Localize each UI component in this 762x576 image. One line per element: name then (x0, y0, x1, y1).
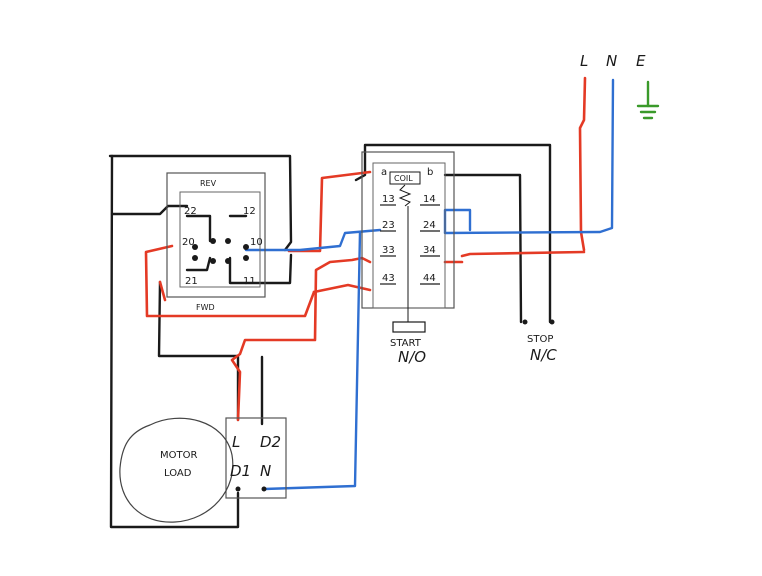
contact-bars (380, 204, 440, 285)
wire-live-supply (578, 76, 587, 252)
motor-terminal-d2: D2 (260, 433, 281, 451)
switch-terminal-11: 11 (243, 276, 256, 287)
coil-terminal-a: a (381, 167, 387, 178)
coil-spring (398, 184, 412, 207)
stop-terminal-left (522, 319, 528, 325)
contact-44: 44 (423, 273, 436, 284)
contact-24: 24 (423, 220, 436, 231)
stop-terminal-right (549, 319, 555, 325)
motor-terminal-d1: D1 (230, 462, 251, 480)
motor-terminal-n-dot (261, 486, 267, 492)
coil-box (389, 171, 421, 185)
switch-terminal-22: 22 (184, 206, 197, 217)
wire-neutral-motor (262, 230, 362, 491)
start-button-body[interactable] (392, 321, 426, 333)
wire-live-switch-20 (144, 244, 316, 318)
switch-label-fwd: FWD (196, 303, 215, 312)
contact-23: 23 (382, 220, 395, 231)
wire-black-11 (244, 253, 293, 285)
switch-terminal-12: 12 (243, 206, 256, 217)
stop-type-label: N/C (530, 346, 557, 364)
contactor-inner-frame (372, 162, 446, 309)
motor-label-line1: MOTOR (160, 450, 197, 461)
motor-label-line2: LOAD (164, 468, 192, 479)
contact-13: 13 (382, 194, 395, 205)
coil-label: COIL (394, 174, 413, 183)
motor-outline (119, 417, 234, 523)
wire-neutral-contactor (443, 208, 472, 235)
wire-neutral-left (244, 228, 382, 252)
motor-terminal-d1-dot (235, 486, 241, 492)
reversing-switch-frame (166, 172, 266, 298)
wire-black-switch-internal-3 (185, 256, 212, 272)
contact-33: 33 (382, 245, 395, 256)
contactor (361, 151, 455, 333)
wire-live-motor-l (230, 256, 372, 422)
wire-neutral-supply (443, 78, 615, 235)
wire-black-switch-internal-1 (185, 214, 212, 243)
stop-button[interactable] (522, 319, 555, 325)
wire-black-left-side (109, 154, 240, 529)
wire-live-coil-a (287, 170, 372, 253)
wire-live-contactor-43 (312, 283, 372, 294)
switch-contacts (192, 238, 249, 264)
contact-34: 34 (423, 245, 436, 256)
reversing-switch-inner (179, 191, 261, 288)
earth-symbol (636, 80, 660, 120)
wire-black-contactor-stop-2 (443, 173, 523, 324)
stop-label: STOP (527, 334, 553, 345)
switch-terminal-21: 21 (185, 276, 198, 287)
coil-terminal-b: b (427, 167, 433, 178)
supply-label-earth: E (636, 52, 646, 70)
switch-terminal-10: 10 (250, 237, 263, 248)
supply-label-live: L (580, 52, 588, 70)
switch-label-rev: REV (200, 179, 217, 188)
wire-black-left-loop (108, 154, 293, 252)
wire-live-switch-21 (158, 280, 167, 302)
contact-43: 43 (382, 273, 395, 284)
motor-terminal-n: N (260, 462, 271, 480)
supply-label-neutral: N (606, 52, 617, 70)
switch-terminal-20: 20 (182, 237, 195, 248)
wire-black-switch-motor (157, 280, 240, 422)
red-wires (144, 76, 587, 422)
motor-terminal-l: L (232, 433, 240, 451)
wire-live-supply-to-contactor (460, 250, 586, 258)
start-label: START (390, 338, 422, 349)
wire-black-switch-internal-4 (228, 256, 248, 285)
motor-terminal-frame (225, 417, 287, 499)
motor (119, 417, 234, 523)
reversing-switch (166, 172, 266, 298)
contact-14: 14 (423, 194, 436, 205)
wire-black-rev-top (110, 204, 189, 216)
motor-terminal-box (225, 417, 287, 499)
start-type-label: N/O (398, 348, 426, 366)
